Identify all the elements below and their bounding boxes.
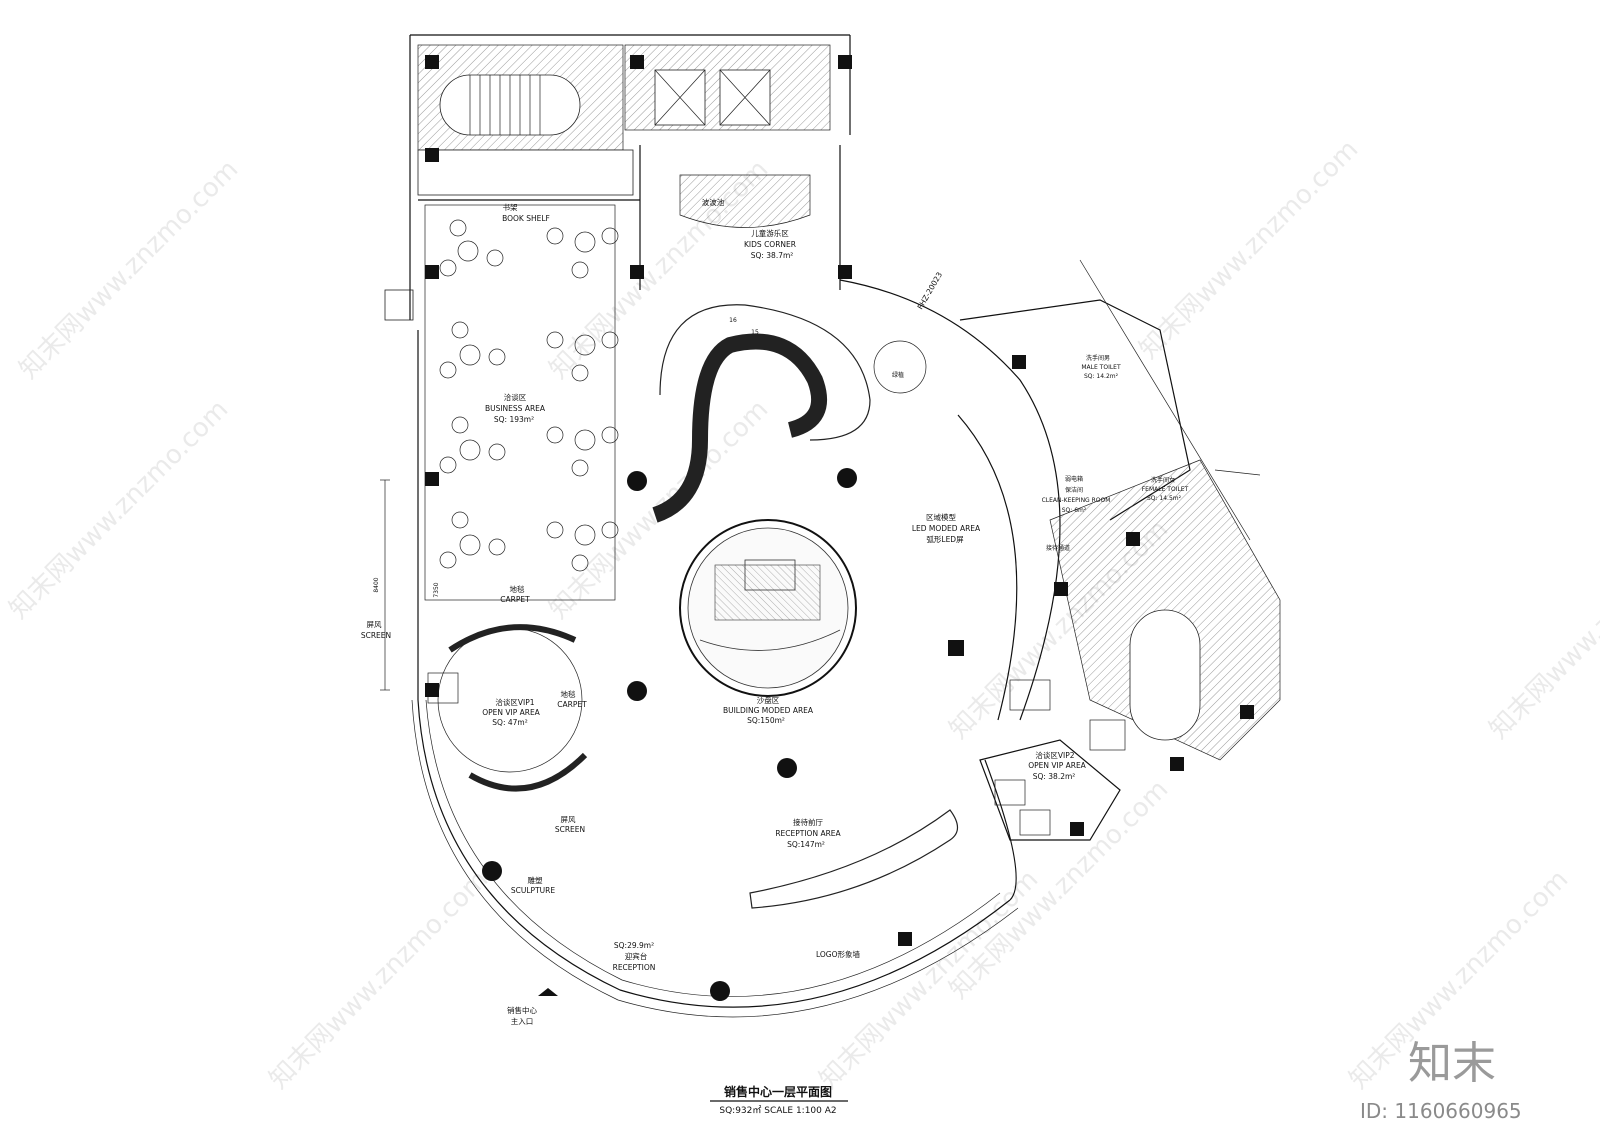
business-cn: 洽谈区	[504, 392, 527, 402]
plant-label: 绿植	[892, 371, 904, 379]
watermark: 知末网www.znzmo.com	[1134, 134, 1365, 365]
building-model	[679, 519, 857, 697]
stair-step-number: 16	[729, 317, 737, 324]
drawing-subtitle: SQ:932㎡ SCALE 1:100 A2	[719, 1105, 836, 1116]
watermark: 知末网www.znzmo.com	[944, 774, 1175, 1005]
carpet-main-en: CARPET	[500, 595, 530, 604]
watermark: 知末网www.znzmo.com	[264, 864, 495, 1095]
carpet-vip-cn: 地毯	[561, 689, 576, 699]
screen-left-cn: 屏风	[367, 620, 382, 629]
book-shelf-en: BOOK SHELF	[502, 214, 550, 223]
watermark: 知末网www.znzmo.com	[814, 864, 1045, 1095]
vip1-sq: SQ: 47m²	[492, 718, 527, 727]
sculpture-en: SCULPTURE	[511, 886, 555, 895]
clean-en: CLEAN-KEEPING ROOM	[1042, 497, 1111, 504]
entrance-arrow	[538, 988, 558, 996]
sculpture-cn: 雕塑	[528, 875, 543, 885]
spiral-stair	[652, 304, 927, 523]
book-shelf-cn: 书架	[503, 202, 518, 212]
kids-sq: SQ: 38.7m²	[751, 251, 794, 260]
vip1-area	[427, 624, 588, 792]
led-cn2: 弧形LED屏	[926, 534, 964, 544]
female-toilet-cn: 洗手间女	[1151, 476, 1175, 484]
male-toilet-cn: 洗手间男	[1086, 354, 1110, 362]
dimension-total: 8400	[373, 577, 380, 592]
screen-mid-en: SCREEN	[555, 825, 585, 834]
led-cn: 区域模型	[926, 512, 956, 522]
clean-cn2: 保洁间	[1065, 486, 1083, 494]
vip2-en: OPEN VIP AREA	[1028, 761, 1086, 770]
entrance-cn1: 销售中心	[507, 1005, 537, 1015]
female-toilet-en: FEMALE TOILET	[1142, 486, 1189, 493]
clean-sq: SQ: 6m²	[1062, 507, 1087, 514]
drawing-title-block: 销售中心一层平面图 SQ:932㎡ SCALE 1:100 A2	[710, 1084, 848, 1116]
east-rooms	[959, 259, 1281, 841]
stair-step-number: 15	[751, 329, 759, 336]
business-en: BUSINESS AREA	[485, 404, 546, 413]
male-toilet-sq: SQ: 14.2m²	[1084, 373, 1119, 380]
drawing-title: 销售中心一层平面图	[724, 1084, 832, 1099]
reception-desk-en: RECEPTION	[613, 963, 656, 972]
reception-sq: SQ:147m²	[787, 840, 825, 849]
image-id: ID: 1160660965	[1360, 1099, 1522, 1123]
pool-label: 波波池	[702, 197, 725, 207]
entrance-cn2: 主入口	[511, 1016, 534, 1026]
room-labels: 书架 BOOK SHELF 波波池 儿童游乐区 KIDS CORNER SQ: …	[361, 197, 1189, 1026]
reception-cn: 接待前厅	[793, 817, 823, 827]
chair-set	[439, 219, 619, 572]
model-sq: SQ:150m²	[747, 716, 785, 725]
business-area	[424, 204, 619, 601]
vip1-en: OPEN VIP AREA	[482, 708, 540, 717]
carpet-vip-en: CARPET	[557, 700, 587, 709]
model-cn: 沙盘区	[757, 695, 780, 705]
screen-mid-cn: 屏风	[561, 815, 576, 824]
vip1-cn: 洽谈区VIP1	[495, 697, 534, 707]
watermark: 知末网www.znzmo.com	[14, 154, 245, 385]
vip2-sq: SQ: 38.2m²	[1033, 772, 1076, 781]
clean-cn1: 弱电箱	[1065, 475, 1083, 483]
screen-left-en: SCREEN	[361, 631, 391, 640]
watermark: 知末网www.znzmo.com	[1484, 514, 1600, 745]
dimension-segment: 7350	[433, 582, 440, 597]
reception-en: RECEPTION AREA	[775, 829, 841, 838]
dimension-line: 8400 7350	[373, 479, 440, 691]
watermark: 知末网www.znzmo.com	[4, 394, 235, 625]
reception-desk-cn: 迎宾台	[625, 951, 648, 961]
reception-counter	[749, 809, 959, 909]
columns	[425, 55, 1254, 1001]
kids-en: KIDS CORNER	[744, 240, 796, 249]
male-toilet-en: MALE TOILET	[1081, 364, 1121, 371]
door-tag: FHZ-20023	[916, 270, 945, 311]
kids-cn: 儿童游乐区	[751, 228, 789, 238]
facade	[411, 279, 1061, 1018]
reception-desk-sq: SQ:29.9m²	[614, 941, 654, 950]
north-block	[384, 34, 851, 321]
carpet-main-cn: 地毯	[510, 584, 525, 594]
brand-block: 知末 ID: 1160660965	[1360, 1038, 1522, 1123]
led-en: LED MODED AREA	[912, 524, 981, 533]
female-toilet-sq: SQ: 14.5m²	[1147, 495, 1182, 502]
corridor-label: 接待通道	[1046, 544, 1070, 552]
model-en: BUILDING MODED AREA	[723, 706, 814, 715]
vip2-cn: 洽谈区VIP2	[1035, 750, 1074, 760]
business-sq: SQ: 193m²	[494, 415, 534, 424]
brand-logo: 知末	[1408, 1038, 1496, 1089]
logo-wall-label: LOGO形象墙	[816, 949, 861, 959]
